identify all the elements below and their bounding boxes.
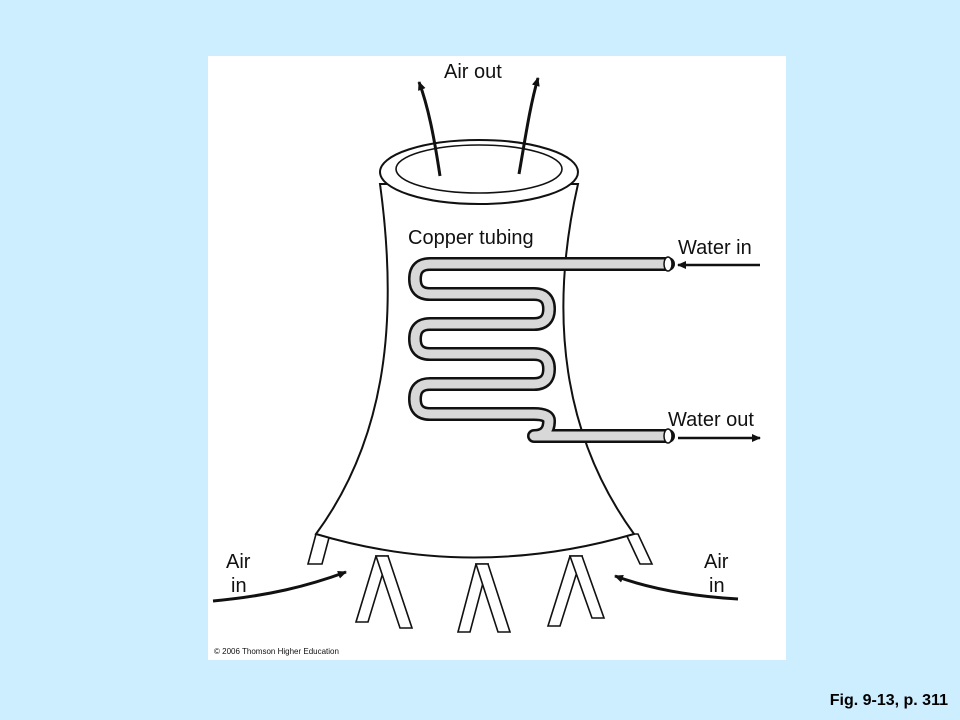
- water-out-label: Water out: [668, 409, 754, 431]
- figure-panel: Air out Copper tubing Water in Water out…: [208, 56, 786, 660]
- air-out-arrow-left: [417, 81, 442, 177]
- air-out-label: Air out: [444, 61, 502, 83]
- support-legs: [306, 533, 654, 633]
- air-in-arrow-right: [614, 574, 739, 601]
- air-in-left-label-line2: in: [231, 575, 247, 597]
- air-in-left-label-line1: Air: [226, 551, 251, 573]
- cooling-tower-diagram: Air out Copper tubing Water in Water out…: [212, 61, 761, 656]
- copyright-notice: © 2006 Thomson Higher Education: [214, 647, 339, 656]
- tower-opening: [379, 139, 579, 205]
- water-in-label: Water in: [678, 237, 752, 259]
- air-in-arrow-left: [212, 570, 347, 603]
- air-in-right-label-line1: Air: [704, 551, 729, 573]
- figure-caption: Fig. 9-13, p. 311: [829, 692, 948, 709]
- air-in-right-label-line2: in: [709, 575, 725, 597]
- air-out-arrow-right: [517, 77, 540, 175]
- tower-body: [314, 183, 636, 559]
- copper-tubing: [408, 256, 675, 444]
- copper-tubing-label: Copper tubing: [408, 227, 534, 249]
